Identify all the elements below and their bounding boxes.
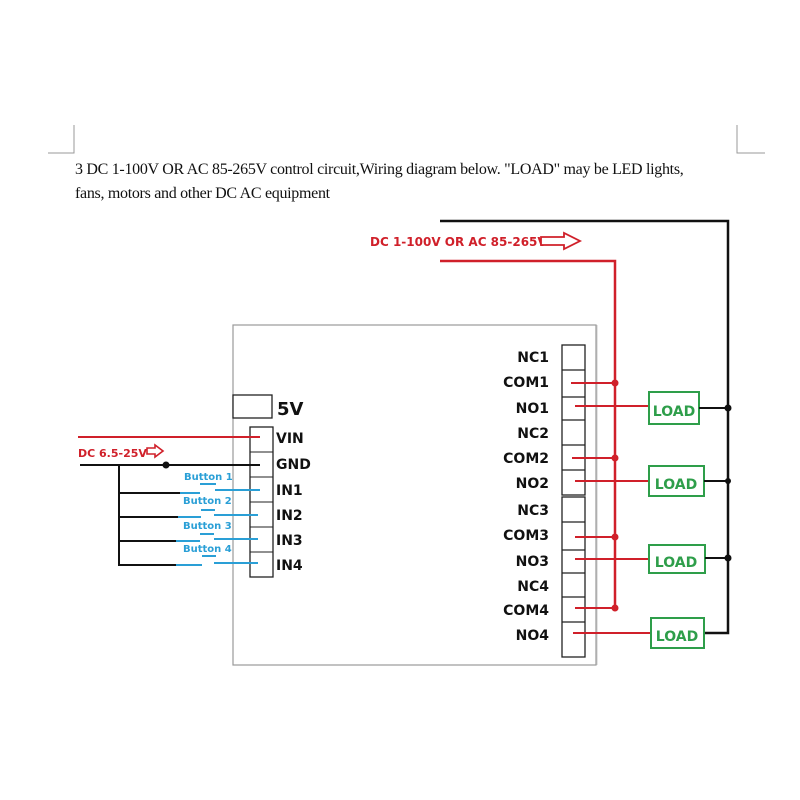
load-2-label: LOAD xyxy=(655,477,697,493)
pin-label-in3: IN3 xyxy=(276,533,303,549)
description-line-2: fans, motors and other DC AC equipment xyxy=(75,185,330,202)
pin-label-in2: IN2 xyxy=(276,508,303,524)
pin-label-vin: VIN xyxy=(276,431,304,447)
pin-label-gnd: GND xyxy=(276,457,311,473)
load-2: LOAD xyxy=(648,465,705,497)
neutral-junctions xyxy=(724,404,732,562)
input-supply-label: DC 6.5-25V xyxy=(78,447,147,460)
pin-label-no2: NO2 xyxy=(516,476,549,492)
pin-label-no4: NO4 xyxy=(516,628,550,644)
main-supply-arrow-icon xyxy=(540,231,583,251)
button-2[interactable] xyxy=(178,509,258,518)
right-terminal-block xyxy=(561,344,586,658)
button-1[interactable] xyxy=(180,483,260,494)
main-supply-label: DC 1-100V OR AC 85-265V xyxy=(370,235,547,249)
pin-label-no1: NO1 xyxy=(516,401,549,417)
pin-label-com3: COM3 xyxy=(503,528,549,544)
no-wires xyxy=(573,405,651,634)
load-1: LOAD xyxy=(648,391,700,425)
load-3-label: LOAD xyxy=(655,555,697,571)
jumper-5v[interactable] xyxy=(232,394,273,419)
pin-label-in1: IN1 xyxy=(276,483,303,499)
pin-label-in4: IN4 xyxy=(276,558,303,574)
button-3[interactable] xyxy=(176,533,258,542)
pin-label-no3: NO3 xyxy=(516,554,549,570)
pin-label-nc2: NC2 xyxy=(517,426,549,442)
button-2-label: Button 2 xyxy=(183,496,232,507)
description-line-1: 3 DC 1-100V OR AC 85-265V control circui… xyxy=(75,161,684,178)
load-4: LOAD xyxy=(650,617,705,649)
pin-label-com1: COM1 xyxy=(503,375,549,391)
gnd-junction xyxy=(162,461,170,469)
com-wires xyxy=(571,382,615,609)
description-text: 3 DC 1-100V OR AC 85-265V control circui… xyxy=(75,158,775,206)
pin-label-com4: COM4 xyxy=(503,603,549,619)
load-return-wires xyxy=(699,407,728,559)
page-corner-left xyxy=(48,125,75,154)
live-wire-red xyxy=(440,259,617,610)
load-1-label: LOAD xyxy=(653,404,695,420)
button-4-label: Button 4 xyxy=(183,544,232,555)
pin-label-nc3: NC3 xyxy=(517,503,549,519)
left-terminal-block xyxy=(249,426,274,578)
button-3-label: Button 3 xyxy=(183,521,232,532)
button-4[interactable] xyxy=(176,555,258,566)
pin-label-com2: COM2 xyxy=(503,451,549,467)
pin-label-nc4: NC4 xyxy=(517,579,549,595)
jumper-5v-label: 5V xyxy=(277,399,304,420)
right-pin-labels: NC1 COM1 NO1 NC2 COM2 NO2 NC3 COM3 NO3 N… xyxy=(503,350,549,644)
button-1-label: Button 1 xyxy=(184,472,233,483)
com-junctions xyxy=(611,379,619,612)
input-supply-arrow-icon xyxy=(146,443,165,459)
load-3: LOAD xyxy=(648,544,706,574)
neutral-wire-black xyxy=(440,219,730,635)
pin-label-nc1: NC1 xyxy=(517,350,549,366)
button-ground-wires xyxy=(118,492,180,566)
load-4-label: LOAD xyxy=(656,629,698,645)
page-corner-right xyxy=(736,125,765,154)
relay-board xyxy=(232,324,597,666)
